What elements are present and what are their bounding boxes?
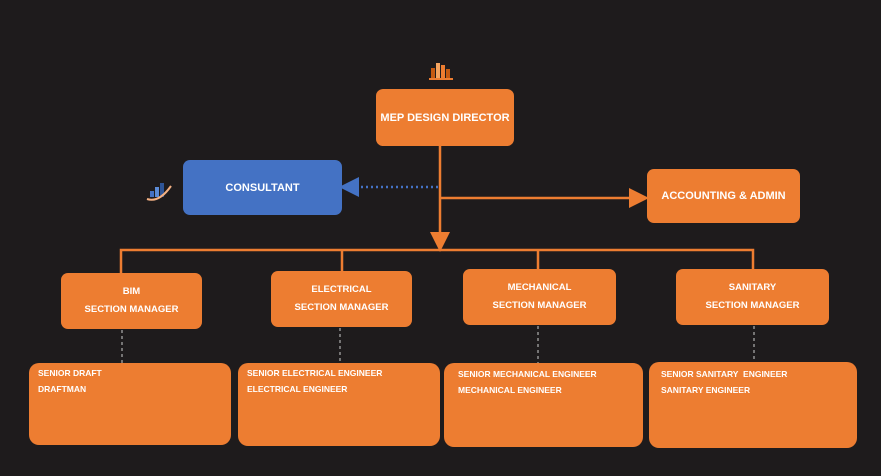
sanitary-manager-node: SANITARY SECTION MANAGER bbox=[676, 269, 829, 325]
sanitary-manager-line2: SECTION MANAGER bbox=[705, 300, 800, 311]
staff-item: SENIOR ELECTRICAL ENGINEER bbox=[247, 368, 383, 378]
staff-item: SENIOR SANITARY ENGINEER bbox=[661, 369, 788, 379]
mechanical-manager-node: MECHANICAL SECTION MANAGER bbox=[463, 269, 616, 325]
bim-staff-list: SENIOR DRAFT DRAFTMAN bbox=[29, 363, 231, 445]
staff-item: SENIOR MECHANICAL ENGINEER bbox=[458, 369, 597, 379]
accounting-label: ACCOUNTING & ADMIN bbox=[661, 190, 786, 202]
accounting-node: ACCOUNTING & ADMIN bbox=[647, 169, 800, 223]
electrical-manager-line2: SECTION MANAGER bbox=[294, 302, 389, 313]
sanitary-staff-list: SENIOR SANITARY ENGINEER SANITARY ENGINE… bbox=[649, 362, 857, 448]
building-icon bbox=[429, 63, 453, 80]
manager-bus-line bbox=[119, 248, 755, 273]
staff-item: SANITARY ENGINEER bbox=[661, 385, 751, 395]
director-label: MEP DESIGN DIRECTOR bbox=[380, 111, 510, 124]
bim-manager-node: BIM SECTION MANAGER bbox=[61, 273, 202, 329]
consultant-label: CONSULTANT bbox=[225, 181, 300, 194]
staff-item: DRAFTMAN bbox=[38, 384, 87, 394]
electrical-staff-list: SENIOR ELECTRICAL ENGINEER ELECTRICAL EN… bbox=[238, 363, 440, 446]
bim-manager-line1: BIM bbox=[122, 286, 141, 297]
building-chart-icon bbox=[146, 183, 172, 201]
mechanical-manager-line2: SECTION MANAGER bbox=[492, 300, 587, 311]
consultant-node: CONSULTANT bbox=[183, 160, 342, 215]
mechanical-staff-list: SENIOR MECHANICAL ENGINEER MECHANICAL EN… bbox=[444, 363, 643, 447]
mechanical-manager-line1: MECHANICAL bbox=[507, 282, 572, 293]
staff-item: SENIOR DRAFT bbox=[38, 368, 102, 378]
electrical-manager-line1: ELECTRICAL bbox=[311, 284, 372, 295]
staff-item: ELECTRICAL ENGINEER bbox=[247, 384, 348, 394]
staff-item: MECHANICAL ENGINEER bbox=[458, 385, 562, 395]
sanitary-manager-line1: SANITARY bbox=[728, 282, 777, 293]
director-node: MEP DESIGN DIRECTOR bbox=[376, 89, 514, 146]
electrical-manager-node: ELECTRICAL SECTION MANAGER bbox=[271, 271, 412, 327]
bim-manager-line2: SECTION MANAGER bbox=[84, 304, 179, 315]
